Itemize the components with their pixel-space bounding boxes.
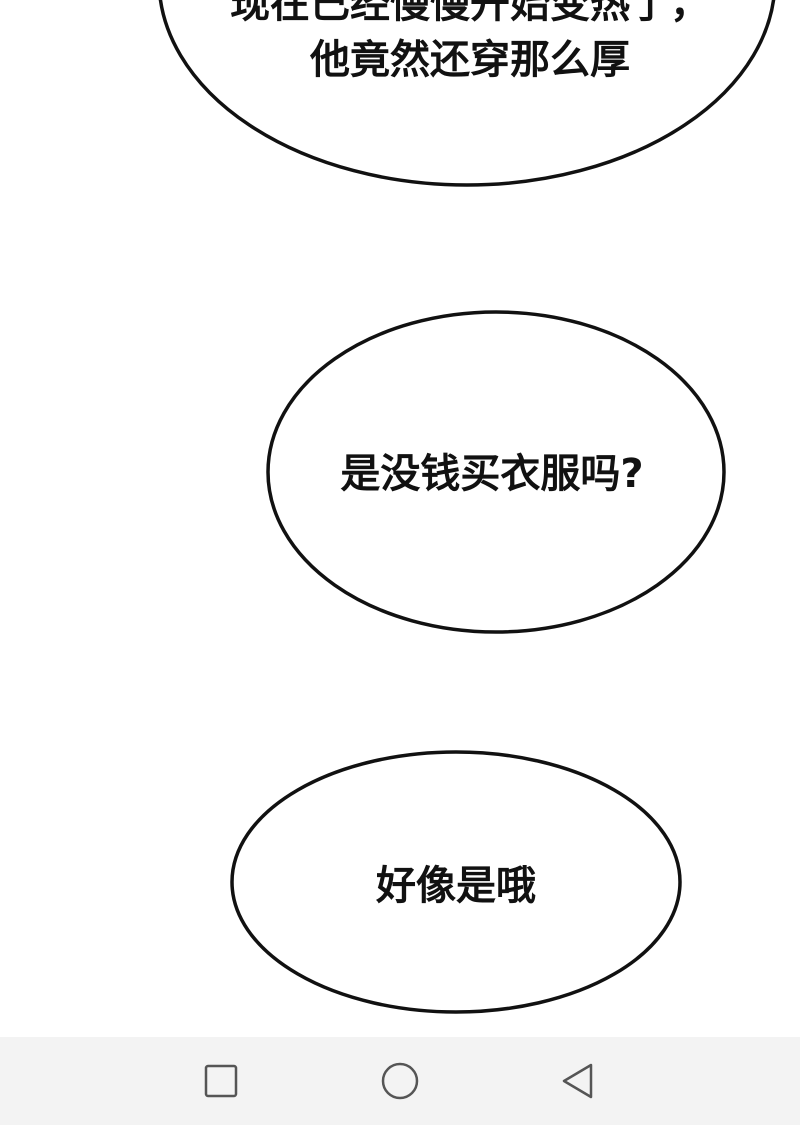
comic-panel: 现在已经慢慢开始变热了， 他竟然还穿那么厚 是没钱买衣服吗? 好像是哦 bbox=[158, 0, 776, 1014]
bubble-3-text: 好像是哦 bbox=[376, 863, 536, 909]
bubble-1-text: 现在已经慢慢开始变热了， 他竟然还穿那么厚 bbox=[230, 0, 710, 88]
home-button[interactable] bbox=[380, 1061, 420, 1101]
bubble-1-line-2: 他竟然还穿那么厚 bbox=[310, 37, 630, 83]
speech-bubble-2 bbox=[266, 310, 726, 634]
speech-bubble-3 bbox=[230, 750, 682, 1014]
bubble-2-text: 是没钱买衣服吗? bbox=[340, 451, 644, 497]
home-circle-icon bbox=[381, 1062, 419, 1100]
recent-apps-square-icon bbox=[204, 1064, 238, 1098]
system-navigation-bar bbox=[0, 1037, 800, 1125]
speech-bubble-1 bbox=[158, 0, 776, 187]
speech-bubbles bbox=[158, 0, 776, 1014]
back-button[interactable] bbox=[558, 1061, 598, 1101]
bubble-1-line-1: 现在已经慢慢开始变热了， bbox=[230, 0, 710, 27]
back-triangle-icon bbox=[562, 1063, 593, 1099]
recent-apps-button[interactable] bbox=[201, 1061, 241, 1101]
